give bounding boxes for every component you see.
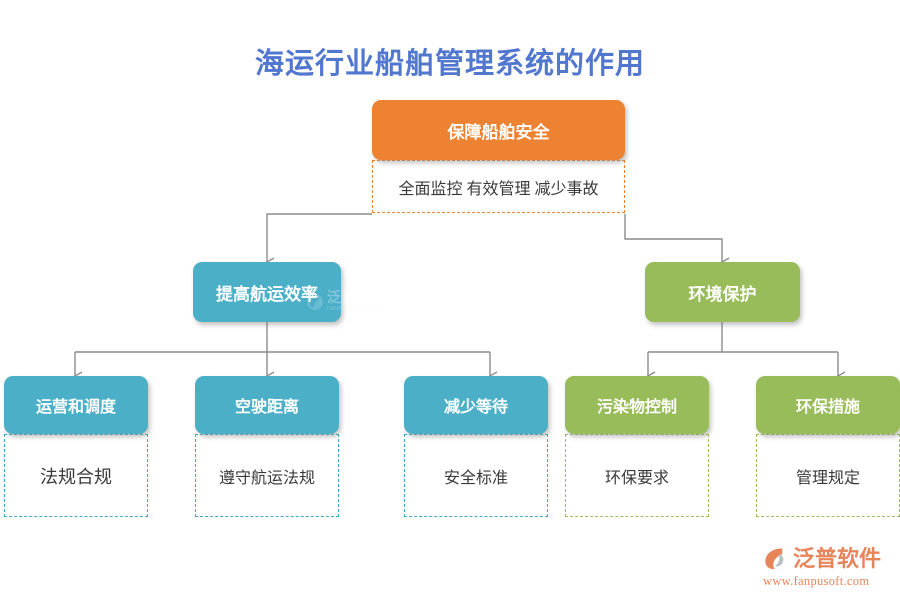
node-detail-dispatch: 法规合规	[4, 434, 148, 517]
page-title: 海运行业船舶管理系统的作用	[254, 48, 645, 80]
node-header-efficiency[interactable]: 提高航运效率	[193, 262, 341, 322]
node-header-measures[interactable]: 环保措施	[756, 376, 900, 434]
node-header-waiting[interactable]: 减少等待	[404, 376, 548, 434]
node-header-pollutant[interactable]: 污染物控制	[565, 376, 709, 434]
node-header-environment[interactable]: 环境保护	[645, 262, 800, 322]
node-detail-pollutant: 环保要求	[565, 434, 709, 517]
node-detail-measures: 管理规定	[756, 434, 900, 517]
node-header-root[interactable]: 保障船舶安全	[372, 100, 625, 160]
brand-name: 泛普软件	[793, 545, 882, 571]
node-header-dispatch[interactable]: 运营和调度	[4, 376, 148, 434]
brand-logo: 泛普软件 www.fanpusoft.com	[762, 545, 894, 593]
brand-url: www.fanpusoft.com	[763, 574, 870, 588]
node-detail-root: 全面监控 有效管理 减少事故	[372, 160, 625, 213]
swoosh-circle-icon	[765, 548, 784, 570]
brand-logo-row: 泛普软件	[762, 545, 881, 572]
node-header-deadhead[interactable]: 空驶距离	[195, 376, 339, 434]
node-detail-deadhead: 遵守航运法规	[195, 434, 339, 517]
node-detail-waiting: 安全标准	[404, 434, 548, 517]
